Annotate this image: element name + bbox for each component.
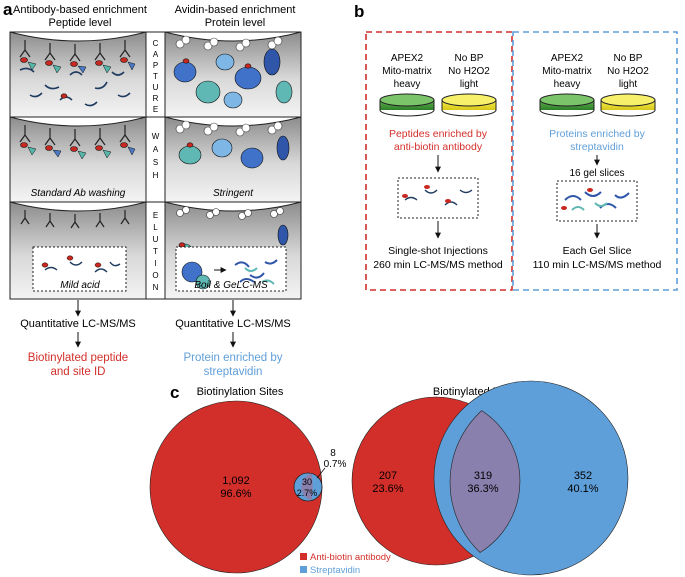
step-capture-6: E xyxy=(153,105,158,114)
panel-c-letter: c xyxy=(170,383,179,402)
b-left-method-1: Single-shot Injections xyxy=(388,245,488,257)
venn-proteins-antibody-count: 207 xyxy=(379,470,397,482)
right-wash-label: Stringent xyxy=(213,188,254,199)
b-right-proteins-2 xyxy=(571,202,608,211)
venn-proteins-overlap xyxy=(449,410,521,553)
left-result-2: and site ID xyxy=(51,366,106,378)
b-right-enrich-1: Proteins enriched by xyxy=(549,128,645,140)
b-right-method-2: 110 min LC-MS/MS method xyxy=(533,259,662,271)
step-elution-6: N xyxy=(153,283,159,292)
venn-sites-streptavidin-pct: 0.7% xyxy=(324,459,347,470)
legend-label-streptavidin: Streptavidin xyxy=(310,565,360,576)
step-capture-4: U xyxy=(153,83,159,92)
peptide-shapes xyxy=(19,57,136,160)
legend-swatch-streptavidin xyxy=(300,566,307,573)
venn-sites-overlap-count: 30 xyxy=(302,477,312,487)
left-result-1: Biotinylated peptide xyxy=(28,352,128,364)
left-elution-label: Mild acid xyxy=(60,280,100,291)
step-capture-2: P xyxy=(153,61,158,70)
venn-sites-streptavidin-outline xyxy=(293,472,323,502)
eluted-biotins xyxy=(41,255,102,268)
panel-a-right-title-2: Protein level xyxy=(205,17,266,29)
panel-b-left-frame xyxy=(365,31,513,291)
panel-b-letter: b xyxy=(354,2,364,21)
b-left-sample1-l3: heavy xyxy=(394,79,421,90)
b-left-method-2: 260 min LC-MS/MS method xyxy=(373,259,503,271)
right-result-1: Protein enriched by xyxy=(183,352,282,364)
b-left-peptides xyxy=(404,189,473,206)
eluted-peptides xyxy=(44,261,121,273)
b-left-biotins xyxy=(402,185,451,203)
panel-a-left-title-2: Peptide level xyxy=(49,17,112,29)
b-right-slices: 16 gel slices xyxy=(569,168,624,179)
venn-proteins-overlap-pct: 36.3% xyxy=(467,483,498,495)
step-capture-0: C xyxy=(153,39,159,48)
venn-sites-antibody-count: 1,092 xyxy=(222,475,250,487)
b-right-biotins xyxy=(561,188,593,210)
b-right-sample1-l1: APEX2 xyxy=(551,53,584,64)
step-capture-3: T xyxy=(153,72,158,81)
b-left-sample2-l3: light xyxy=(460,79,479,90)
panel-a-arrows xyxy=(75,300,236,348)
step-elution-1: L xyxy=(153,223,158,232)
b-right-sample2-l2: No H2O2 xyxy=(607,66,649,77)
right-elution-label: Boil & GeLC-MS xyxy=(194,280,268,291)
step-capture-1: A xyxy=(153,50,159,59)
venn-proteins-antibody-pct: 23.6% xyxy=(372,483,403,495)
panel-a-right-title-1: Avidin-based enrichment xyxy=(175,4,296,16)
venn-sites-antibody-pct: 96.6% xyxy=(220,488,251,500)
b-right-sample2-l1: No BP xyxy=(614,53,643,64)
step-wash-3: H xyxy=(153,171,159,180)
venn-sites-overlap-pct: 2.7% xyxy=(297,488,318,498)
antibody-shapes xyxy=(19,40,131,229)
right-result-2: streptavidin xyxy=(204,366,263,378)
left-wash-label: Standard Ab washing xyxy=(31,188,126,199)
b-left-sample1-l1: APEX2 xyxy=(391,53,424,64)
b-left-enrich-1: Peptides enriched by xyxy=(389,128,488,140)
step-capture-5: R xyxy=(153,94,159,103)
step-wash-0: W xyxy=(152,132,160,141)
b-left-sample2-l1: No BP xyxy=(455,53,484,64)
b-left-sample2-l2: No H2O2 xyxy=(448,66,490,77)
legend-swatch-antibody xyxy=(300,553,307,560)
b-left-sample1-l2: Mito-matrix xyxy=(382,66,431,77)
venn-proteins-streptavidin-count: 352 xyxy=(574,470,592,482)
venn-sites-title: Biotinylation Sites xyxy=(197,386,284,398)
step-wash-2: S xyxy=(153,158,158,167)
venn-sites-streptavidin-count: 8 xyxy=(330,448,336,459)
venn-proteins-overlap-count: 319 xyxy=(474,470,492,482)
panel-a-left-title-1: Antibody-based enrichment xyxy=(13,4,147,16)
b-right-enrich-2: streptavidin xyxy=(570,141,624,153)
step-elution-0: E xyxy=(153,211,158,220)
gel-proteins xyxy=(181,259,278,290)
b-right-sample1-l3: heavy xyxy=(554,79,581,90)
venn-proteins-streptavidin-pct: 40.1% xyxy=(567,483,598,495)
panel-b-right-frame xyxy=(512,31,678,291)
legend-label-antibody: Anti-biotin antibody xyxy=(310,552,391,563)
left-ms-label: Quantitative LC-MS/MS xyxy=(20,318,136,330)
b-right-dishes xyxy=(539,93,656,117)
step-wash-1: A xyxy=(153,145,159,154)
step-elution-5: O xyxy=(152,271,158,280)
b-right-proteins xyxy=(564,191,630,209)
b-right-sample1-l2: Mito-matrix xyxy=(542,66,591,77)
venn-sites-leader xyxy=(316,467,326,479)
venn-sites-overlap xyxy=(301,473,313,501)
b-left-enrich-2: anti-biotin antibody xyxy=(394,141,483,153)
step-elution-4: I xyxy=(154,259,156,268)
b-right-sample2-l3: light xyxy=(619,79,638,90)
panel-a-letter: a xyxy=(3,0,13,19)
b-right-protein-box xyxy=(556,180,638,222)
bead-surfaces xyxy=(9,31,302,212)
b-left-dishes xyxy=(379,93,497,117)
b-right-method-1: Each Gel Slice xyxy=(563,245,632,257)
step-elution-2: U xyxy=(153,235,159,244)
step-elution-3: T xyxy=(153,247,158,256)
right-ms-label: Quantitative LC-MS/MS xyxy=(175,318,291,330)
left-elution-box xyxy=(32,246,127,292)
